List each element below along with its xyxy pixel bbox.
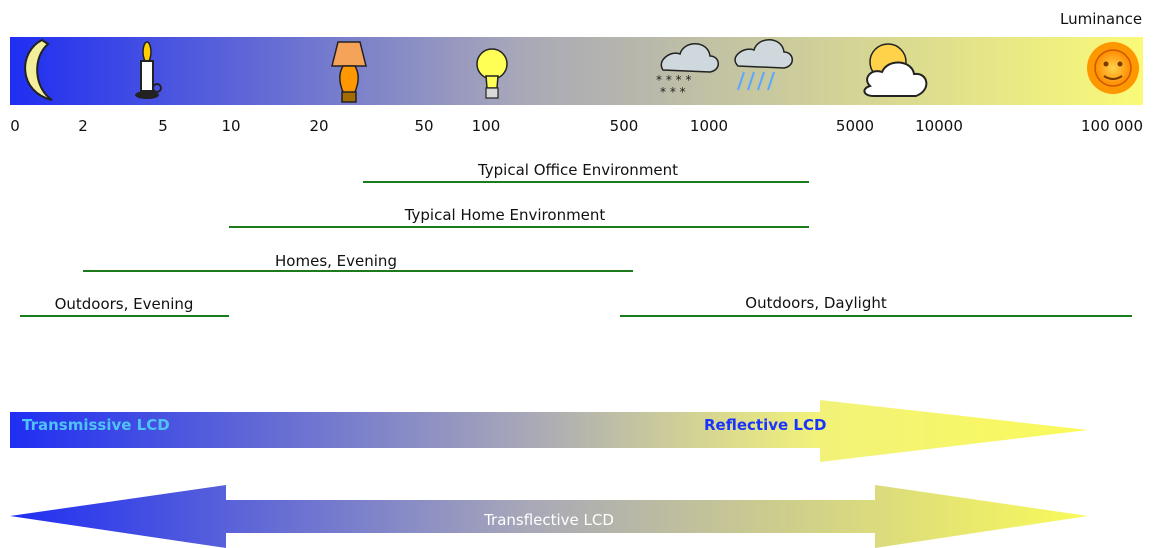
- tick-label: 1000: [689, 117, 729, 135]
- range-label-outdoors-evening: Outdoors, Evening: [54, 295, 194, 313]
- tick-label: 100: [471, 117, 501, 135]
- lamp-icon: [331, 41, 367, 103]
- range-label-homes-evening: Homes, Evening: [275, 252, 397, 270]
- candle-icon: [135, 41, 162, 99]
- range-label-home: Typical Home Environment: [404, 206, 606, 224]
- transflective-arrow: [10, 485, 1088, 548]
- transflective-lcd-label: Transflective LCD: [484, 511, 614, 529]
- range-label-outdoors-daylight: Outdoors, Daylight: [745, 294, 887, 312]
- diagram-title: Luminance: [1060, 10, 1143, 28]
- transmissive-lcd-label: Transmissive LCD: [22, 416, 170, 434]
- tick-label: 10000: [915, 117, 963, 135]
- range-label-office: Typical Office Environment: [477, 161, 679, 179]
- luminance-scale-bar: [10, 37, 1143, 105]
- tick-label: 100 000: [1080, 117, 1144, 135]
- reflective-lcd-label: Reflective LCD: [704, 416, 827, 434]
- svg-text:* * * *: * * * *: [656, 73, 691, 87]
- snow-cloud-icon: * * * * * * *: [656, 43, 719, 99]
- tick-label: 5000: [835, 117, 875, 135]
- sun-cloud-icon: [863, 43, 928, 97]
- tick-label: 2: [78, 117, 88, 135]
- tick-label: 500: [609, 117, 639, 135]
- rain-cloud-icon: [734, 39, 793, 91]
- tick-label: 20: [309, 117, 329, 135]
- transmissive-reflective-arrow: [10, 400, 1088, 462]
- moon-icon: [24, 38, 53, 101]
- tick-label: 50: [414, 117, 434, 135]
- svg-text:* * *: * * *: [660, 85, 686, 99]
- tick-label: 0: [10, 117, 20, 135]
- light-bulb-icon: [476, 48, 508, 99]
- tick-label: 10: [221, 117, 241, 135]
- tick-label: 5: [158, 117, 168, 135]
- sun-icon: [1087, 42, 1139, 94]
